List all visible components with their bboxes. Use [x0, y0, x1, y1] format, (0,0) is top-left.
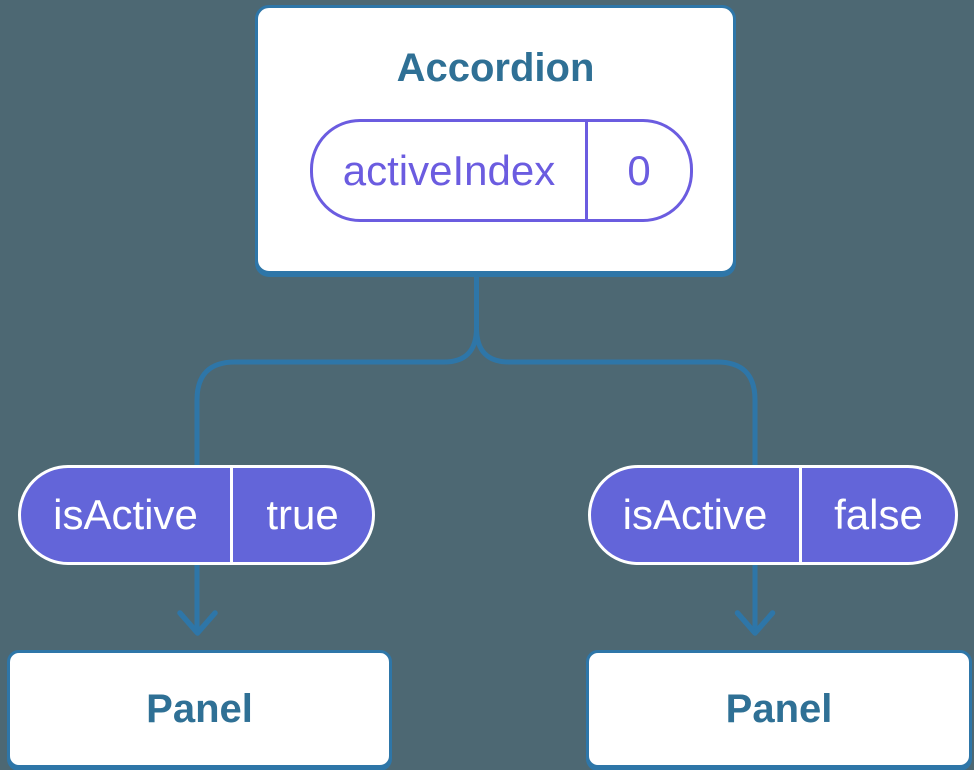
prop-pill-right: isActive false [588, 465, 958, 565]
connector-branch-left [194, 325, 479, 631]
component-name: Accordion [396, 46, 595, 90]
component-name: Panel [146, 686, 253, 731]
prop-pill-left: isActive true [18, 465, 375, 565]
pill-divider [799, 468, 802, 562]
prop-pill-value: false [834, 491, 923, 538]
component-name: Panel [725, 686, 833, 731]
component-node-accordion: Accordion activeIndex 0 [255, 5, 736, 274]
pill-divider [585, 122, 588, 219]
pill-divider [230, 468, 233, 562]
arrow-down-icon [177, 610, 218, 636]
connector-branch-right [474, 325, 758, 631]
component-node-panel-right: Panel [586, 650, 972, 768]
prop-pill-label: isActive [53, 491, 198, 538]
state-pill-value: 0 [627, 146, 651, 194]
state-pill: activeIndex 0 [310, 119, 693, 222]
component-node-panel-left: Panel [7, 650, 392, 768]
prop-pill-value: true [266, 491, 339, 538]
arrow-down-icon [734, 610, 776, 636]
state-pill-label: activeIndex [342, 146, 556, 194]
prop-pill-label: isActive [622, 491, 768, 538]
